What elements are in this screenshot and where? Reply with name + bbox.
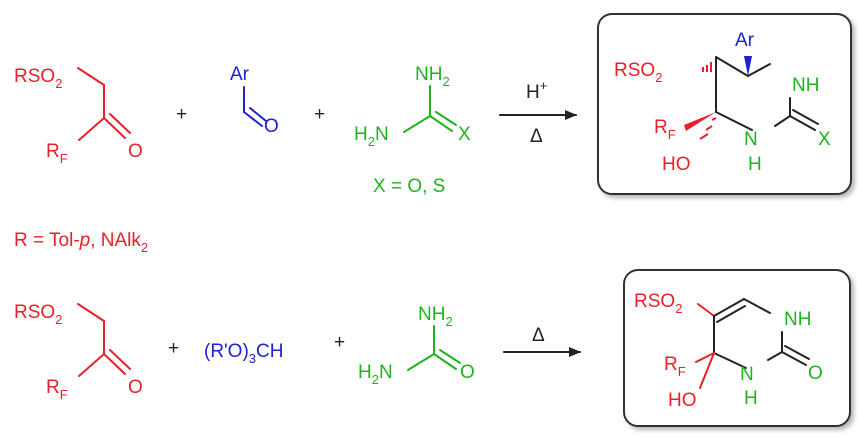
- rso2-label: RSO2: [634, 291, 682, 316]
- h-label: H: [744, 388, 758, 409]
- ring-bond: [747, 63, 771, 77]
- x-definition: X = O, S: [373, 176, 445, 197]
- nh-label: NH: [784, 309, 811, 330]
- rso2-label: RSO2: [614, 60, 662, 85]
- h2n-label: H2N: [358, 362, 393, 387]
- hashed-bond: [702, 62, 712, 72]
- carbonyl-bond: [243, 111, 263, 127]
- rso2-label: RSO2: [14, 302, 62, 327]
- bond: [699, 352, 715, 389]
- bond: [697, 303, 715, 317]
- nh2-label: NH2: [415, 64, 450, 89]
- ring-bond: [774, 115, 791, 127]
- plus-sign: +: [176, 104, 187, 125]
- nh2-label: NH2: [418, 304, 453, 329]
- urea-reactant-1: NH2 H2N X X = O, S: [354, 64, 471, 197]
- wedge-bond: [684, 112, 716, 131]
- heat-label: Δ: [532, 325, 545, 346]
- ring-bond: [713, 352, 747, 369]
- double-bond: [435, 111, 457, 126]
- oxygen-label: O: [460, 362, 475, 383]
- ring-bond: [767, 351, 783, 361]
- rso2-label: RSO2: [14, 66, 62, 91]
- rf-label: RF: [46, 141, 68, 166]
- ho-label: HO: [668, 390, 697, 411]
- bond: [78, 117, 105, 141]
- c-o-bond: [781, 351, 807, 366]
- c-x-bond: [789, 115, 816, 131]
- rf-label: RF: [46, 377, 68, 402]
- aldehyde-reactant: Ar O: [230, 64, 279, 137]
- h2n-label: H2N: [354, 124, 389, 149]
- ring-bond: [715, 56, 749, 77]
- carbonyl-bond: [103, 353, 126, 375]
- x-label: X: [458, 124, 471, 145]
- reaction-2: RSO2 RF O + (R'O)3CH + NH2 H2N O Δ: [14, 269, 851, 427]
- c-o-bond: [784, 345, 810, 360]
- plus-sign: +: [334, 332, 345, 353]
- product-2: RSO2 NH O N H RF HO: [623, 269, 851, 427]
- oxygen-label: O: [808, 363, 823, 384]
- ho-label: HO: [662, 154, 691, 175]
- bond: [407, 353, 435, 371]
- carbonyl-bond: [103, 117, 126, 139]
- bond: [77, 303, 105, 322]
- carbonyl-bond: [109, 349, 131, 370]
- product-box: [597, 13, 852, 195]
- ring-double-bond: [716, 305, 746, 323]
- catalyst-label: H+: [526, 78, 547, 103]
- r-definition: R = Tol-p, NAlk2: [14, 230, 148, 255]
- double-bond: [433, 353, 457, 370]
- n-label: N: [744, 129, 758, 150]
- bond: [77, 67, 105, 86]
- ring-bond: [743, 298, 771, 314]
- carbonyl-bond: [109, 113, 131, 134]
- ar-label: Ar: [230, 64, 250, 85]
- h-label: H: [748, 154, 762, 175]
- bond: [695, 352, 715, 363]
- reaction-arrow-1: H+ Δ: [499, 78, 577, 147]
- bond: [403, 115, 431, 133]
- reaction-1: RSO2 RF O + Ar O + NH2 H2N X: [14, 13, 852, 197]
- ar-label: Ar: [735, 30, 755, 51]
- plus-sign: +: [168, 338, 179, 359]
- double-bond: [439, 349, 461, 364]
- n-label: N: [740, 364, 754, 385]
- oxygen-label: O: [128, 141, 143, 162]
- double-bond: [429, 115, 453, 132]
- oxygen-label: O: [264, 116, 279, 137]
- x-label: X: [818, 129, 831, 150]
- carbonyl-bond: [249, 107, 267, 122]
- ketone-reactant-2: RSO2 RF O: [14, 302, 143, 402]
- plus-sign: +: [314, 104, 325, 125]
- ring-bond: [715, 111, 753, 131]
- nh-label: NH: [792, 75, 819, 96]
- ketone-reactant-1: RSO2 RF O: [14, 66, 143, 166]
- c-x-bond: [792, 109, 819, 125]
- hashed-bond: [699, 117, 717, 140]
- product-1: Ar NH X N H RSO2 RF: [597, 13, 852, 195]
- rf-label: RF: [654, 117, 676, 142]
- heat-label: Δ: [530, 126, 543, 147]
- oxygen-label: O: [128, 377, 143, 398]
- orthoester-reactant: (R'O)3CH: [204, 341, 283, 366]
- ring-double-bond: [713, 298, 745, 317]
- product-box: [623, 269, 851, 427]
- rf-label: RF: [664, 354, 686, 379]
- bond: [78, 353, 105, 377]
- wedge-bond: [744, 56, 752, 76]
- reaction-arrow-2: Δ: [503, 325, 581, 357]
- urea-reactant-2: NH2 H2N O: [358, 304, 475, 387]
